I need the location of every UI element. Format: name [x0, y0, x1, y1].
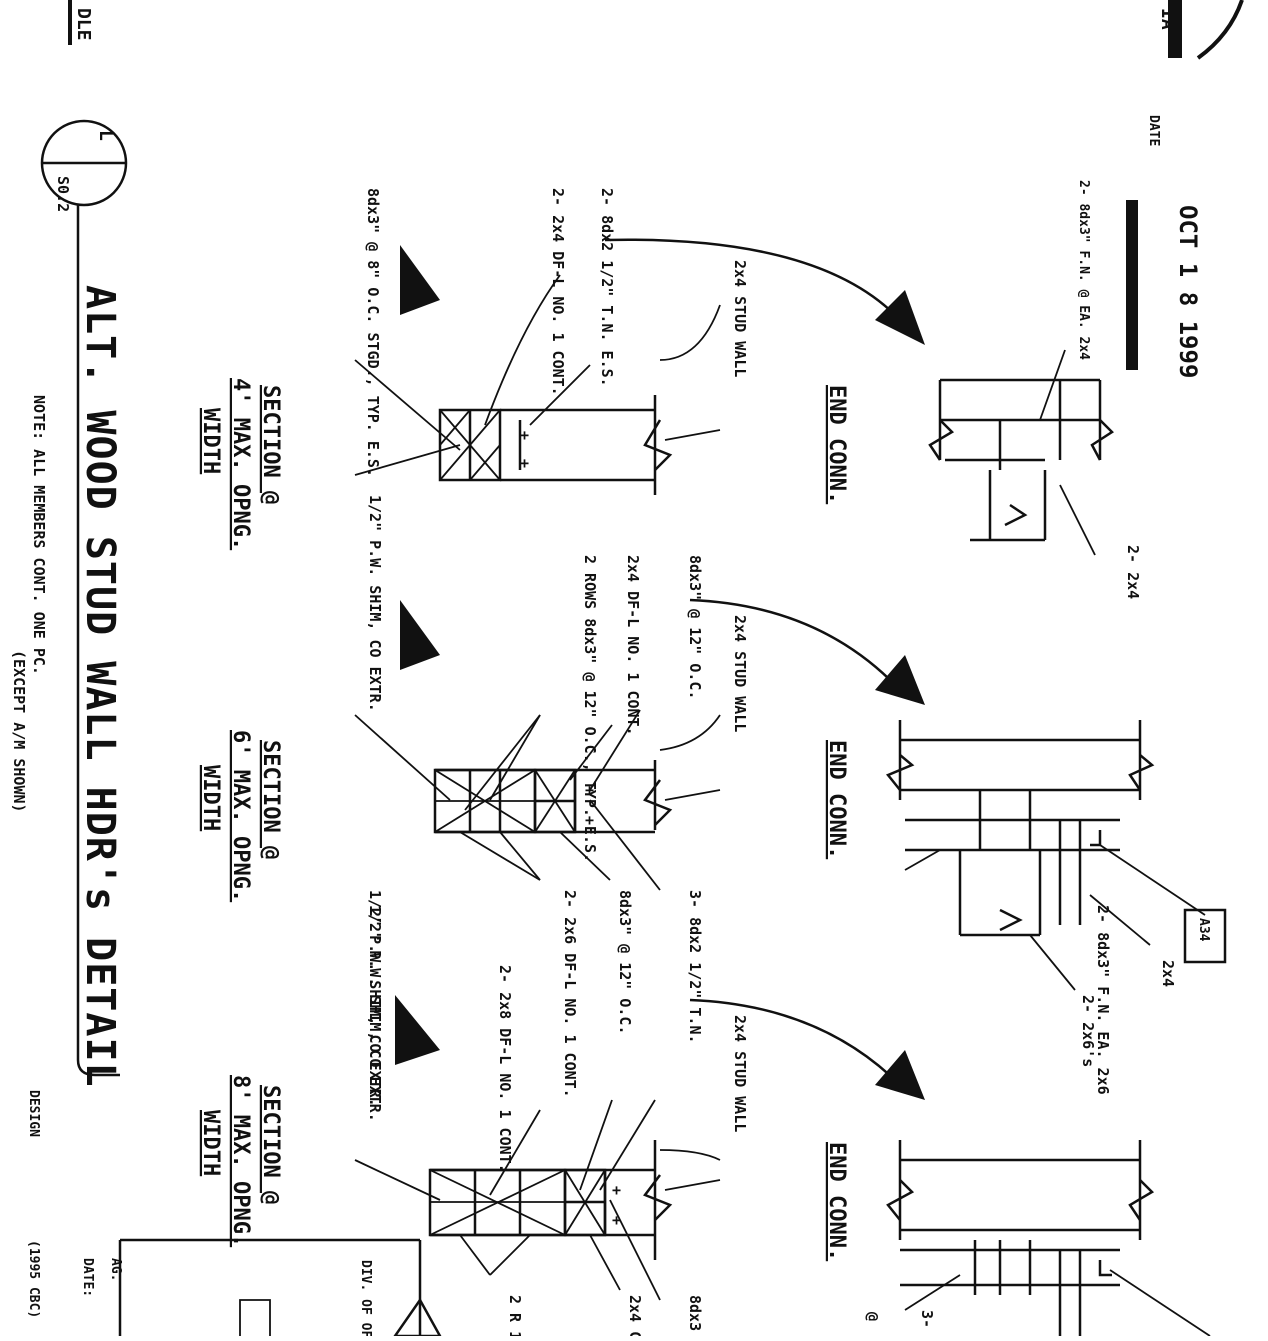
svg-text:DATE:: DATE: — [80, 1258, 95, 1297]
svg-text:+: + — [585, 811, 594, 829]
corner-fragment-right: IA — [1157, 0, 1244, 60]
svg-text:+: + — [585, 781, 594, 799]
svg-text:2 ROWS 8dx3" @ 12" O.C., TYP.: 2 ROWS 8dx3" @ 12" O.C., TYP. E.S. — [581, 555, 599, 862]
end-connection-3 — [689, 998, 1211, 1337]
svg-text:4' MAX. OPNG.: 4' MAX. OPNG. — [228, 378, 253, 550]
svg-text:8' MAX. OPNG.: 8' MAX. OPNG. — [228, 1075, 253, 1247]
svg-text:2x4 DF-L NO. 1 CONT.: 2x4 DF-L NO. 1 CONT. — [624, 555, 642, 736]
svg-text:8dx3" @ 12" O.C.: 8dx3" @ 12" O.C. — [686, 555, 704, 700]
svg-text:SECTION @: SECTION @ — [258, 740, 283, 859]
title-block: DESIGN (1995 CBC) AG. DATE: DIV. OF OFFI… — [26, 1059, 443, 1341]
svg-text:8dx3" @ 12" O.C.: 8dx3" @ 12" O.C. — [616, 890, 634, 1035]
svg-text:2- 2x8 DF-L NO. 1 CONT.: 2- 2x8 DF-L NO. 1 CONT. — [496, 965, 514, 1173]
svg-text:WIDTH: WIDTH — [198, 765, 223, 831]
note-continuation: (EXCEPT A/M SHOWN) — [10, 650, 28, 813]
header-section-3: + + — [354, 995, 721, 1301]
svg-text:WIDTH: WIDTH — [198, 1110, 223, 1176]
svg-text:1/2" P.W. SHIM, CO EXTR.: 1/2" P.W. SHIM, CO EXTR. — [366, 905, 384, 1122]
svg-text:3-: 3- — [918, 1310, 936, 1328]
svg-text:A34: A34 — [1196, 918, 1211, 942]
svg-text:2- 2x4: 2- 2x4 — [1124, 545, 1142, 599]
svg-text:SECTION @: SECTION @ — [258, 1085, 283, 1204]
svg-text:DESIGN: DESIGN — [26, 1090, 41, 1137]
svg-text:2- 2x4 DF-L NO. 1 CONT.: 2- 2x4 DF-L NO. 1 CONT. — [549, 188, 567, 396]
detail-bubble: L S0.2 — [40, 119, 128, 1060]
svg-text:3- 8dx2 1/2" T.N.: 3- 8dx2 1/2" T.N. — [686, 890, 704, 1044]
svg-text:END CONN.: END CONN. — [824, 1142, 849, 1261]
svg-text:2x4 CONT.: 2x4 CONT. — [626, 1295, 644, 1336]
svg-text:+: + — [520, 426, 529, 444]
svg-text:@: @ — [864, 1312, 882, 1321]
svg-text:2 R 12": 2 R 12" — [506, 1295, 524, 1336]
svg-text:2- 2x6's: 2- 2x6's — [1079, 995, 1097, 1067]
svg-text:1/2" P.W. SHIM, CO EXTR.: 1/2" P.W. SHIM, CO EXTR. — [366, 495, 384, 712]
svg-text:+: + — [612, 1181, 621, 1199]
svg-text:2- 8dx2 1/2" T.N. E.S.: 2- 8dx2 1/2" T.N. E.S. — [598, 188, 616, 387]
header-section-2: + + — [354, 600, 721, 891]
svg-text:+: + — [612, 1211, 621, 1229]
svg-text:8dx3: 8dx3 — [686, 1295, 704, 1331]
detail-title: ALT. WOOD STUD WALL HDR's DETAIL — [77, 285, 123, 1088]
svg-text:AG.: AG. — [108, 1258, 123, 1281]
svg-text:(1995 CBC): (1995 CBC) — [26, 1240, 41, 1318]
svg-text:+: + — [520, 454, 529, 472]
svg-text:DATE: DATE — [1146, 115, 1161, 146]
end-connection-2: A34 — [689, 598, 1227, 991]
date-stamp: DATE OCT 1 8 1999 — [1126, 115, 1202, 378]
svg-text:1/2" P.W. SHIM, CO EXTR.: 1/2" P.W. SHIM, CO EXTR. — [366, 890, 384, 1107]
svg-text:WIDTH: WIDTH — [198, 408, 223, 474]
svg-text:2- 8dx3" F.N. @ EA. 2x4: 2- 8dx3" F.N. @ EA. 2x4 — [1076, 180, 1091, 360]
svg-text:2- 2x6 DF-L NO. 1 CONT.: 2- 2x6 DF-L NO. 1 CONT. — [561, 890, 579, 1098]
note-text: NOTE: ALL MEMBERS CONT. ONE PC. — [30, 395, 48, 675]
end-connection-1 — [604, 238, 1114, 556]
svg-text:2x4 STUD WALL: 2x4 STUD WALL — [731, 615, 749, 732]
svg-text:END CONN.: END CONN. — [824, 740, 849, 859]
svg-text:2x4 STUD WALL: 2x4 STUD WALL — [731, 260, 749, 377]
svg-text:END CONN.: END CONN. — [824, 385, 849, 504]
svg-text:2x4 STUD WALL: 2x4 STUD WALL — [731, 1015, 749, 1132]
svg-text:DLE: DLE — [73, 8, 94, 41]
corner-fragment-left: DLE — [68, 0, 94, 45]
svg-text:DIV. OF OFFICE: DIV. OF OFFICE — [358, 1260, 373, 1336]
svg-text:2x4: 2x4 — [1159, 960, 1177, 987]
svg-text:SECTION @: SECTION @ — [258, 385, 283, 504]
svg-text:6' MAX. OPNG.: 6' MAX. OPNG. — [228, 730, 253, 902]
svg-text:2- 8dx3" F.N. EA. 2x6: 2- 8dx3" F.N. EA. 2x6 — [1094, 905, 1112, 1095]
svg-text:OCT 1 8 1999: OCT 1 8 1999 — [1174, 205, 1202, 378]
svg-text:8dx3" @ 8" O.C. STGD., TYP. E.: 8dx3" @ 8" O.C. STGD., TYP. E.S. — [364, 188, 382, 477]
svg-text:L: L — [95, 130, 116, 141]
svg-text:S0.2: S0.2 — [54, 176, 72, 212]
header-section-1: + + — [354, 245, 721, 495]
